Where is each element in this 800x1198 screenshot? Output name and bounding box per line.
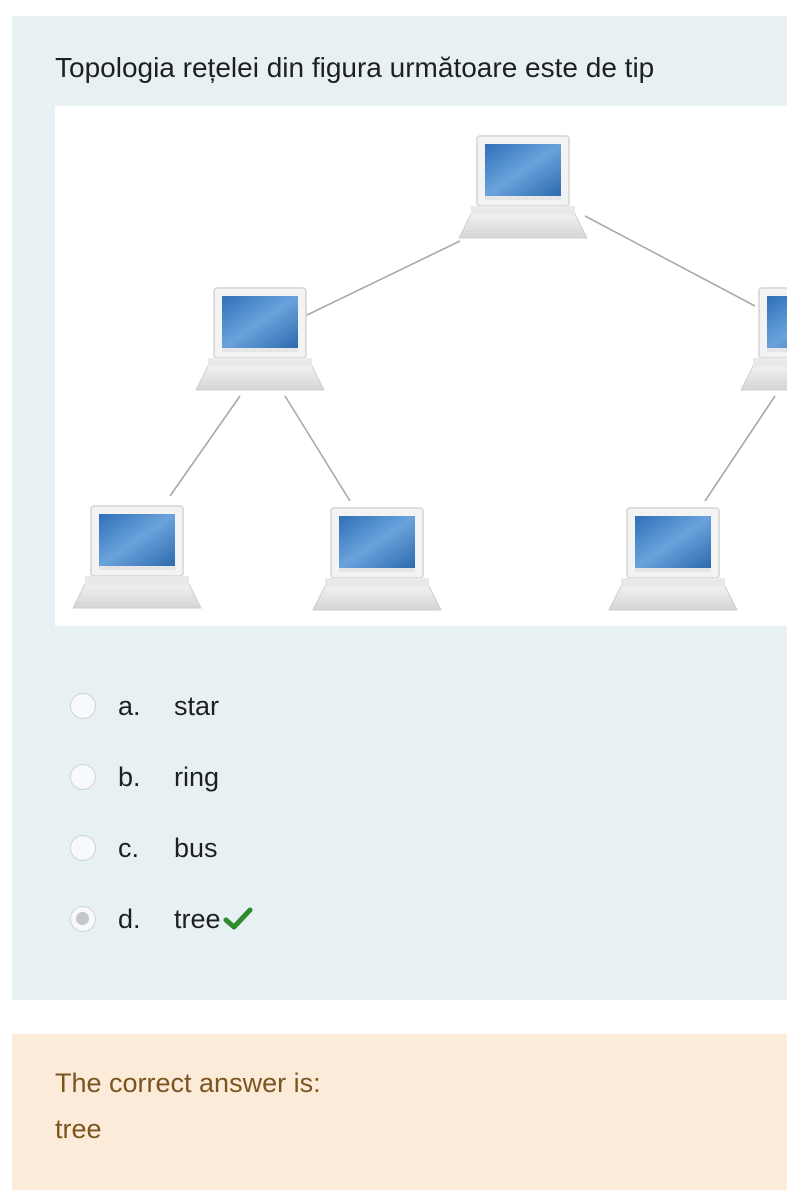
option-text: tree: [174, 903, 221, 934]
connection-lines: [169, 215, 776, 502]
computer-icon: [312, 507, 442, 611]
option-text: star: [174, 690, 220, 721]
answer-option-c[interactable]: c. bus: [70, 828, 218, 868]
option-text: ring: [174, 761, 220, 792]
computer-icon: [458, 135, 588, 239]
answer-option-b[interactable]: b. ring: [70, 757, 219, 797]
checkmark-icon: [223, 907, 253, 930]
question-card: Topologia rețelei din figura următoare e…: [12, 16, 787, 1000]
network-topology-figure: [55, 106, 787, 626]
computer-icon: [72, 505, 202, 609]
edge-left-leaf2: [284, 395, 351, 502]
option-letter: a.: [118, 690, 141, 721]
radio-button[interactable]: [70, 693, 96, 719]
computer-icon: [608, 507, 738, 611]
network-diagram: [72, 135, 787, 611]
computer-icon: [740, 287, 787, 391]
feedback-correct-answer: tree: [55, 1114, 102, 1144]
computer-icon: [195, 287, 325, 391]
radio-button[interactable]: [70, 764, 96, 790]
answer-option-a[interactable]: a. star: [70, 686, 219, 726]
option-letter: c.: [118, 832, 140, 863]
feedback-panel: The correct answer is: tree: [12, 1034, 787, 1190]
edge-root-left: [304, 240, 461, 317]
option-letter: d.: [118, 903, 141, 934]
edge-root-right: [584, 215, 756, 307]
edge-right-leaf1: [704, 395, 776, 502]
option-letter: b.: [118, 761, 141, 792]
radio-button-selected[interactable]: [70, 906, 96, 932]
feedback-title: The correct answer is:: [55, 1068, 321, 1098]
edge-left-leaf1: [169, 395, 241, 497]
question-text: Topologia rețelei din figura următoare e…: [55, 52, 655, 83]
answer-option-d[interactable]: d. tree: [70, 899, 253, 939]
radio-button[interactable]: [70, 835, 96, 861]
option-text: bus: [174, 832, 218, 863]
